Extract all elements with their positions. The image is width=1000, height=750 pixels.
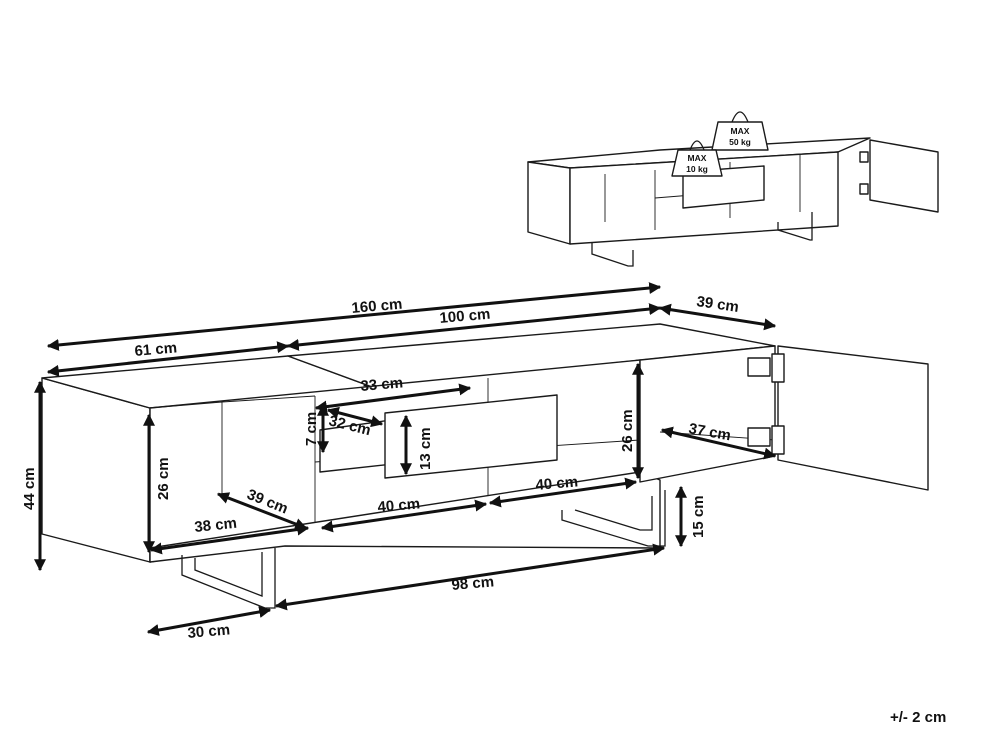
label-33: 33 cm (360, 374, 404, 395)
arrow-37 (660, 426, 777, 460)
weight-10-line1: MAX (688, 153, 707, 163)
arrow-33 (314, 383, 472, 413)
label-40-b: 40 cm (535, 473, 579, 494)
label-26-right: 26 cm (619, 409, 636, 452)
label-7: 7 cm (303, 412, 320, 446)
arrow-39-shelf (216, 492, 308, 530)
label-26-left: 26 cm (155, 457, 172, 500)
label-30: 30 cm (187, 621, 231, 642)
weight-50-line1: MAX (731, 126, 750, 136)
label-100: 100 cm (439, 306, 491, 327)
main-illustration (41, 323, 929, 609)
label-44: 44 cm (21, 467, 38, 510)
label-39-top: 39 cm (695, 293, 739, 316)
arrow-30 (146, 606, 272, 636)
dimension-arrows (34, 282, 777, 636)
label-15: 15 cm (690, 495, 707, 538)
label-160: 160 cm (351, 296, 403, 317)
arrow-39-top (658, 303, 777, 331)
arrow-38 (149, 523, 310, 555)
arrow-40-b (488, 477, 638, 508)
arrow-40-a (320, 499, 488, 533)
tolerance-note: +/- 2 cm (890, 709, 946, 726)
arrow-98 (274, 543, 666, 611)
arrow-61 (46, 341, 290, 377)
label-98: 98 cm (451, 573, 495, 594)
label-38: 38 cm (194, 515, 238, 536)
weight-10-line2: 10 kg (686, 164, 708, 174)
arrow-32 (326, 406, 384, 428)
weight-50-line2: 50 kg (729, 137, 751, 147)
label-13: 13 cm (417, 427, 434, 470)
label-40-a: 40 cm (377, 495, 421, 516)
label-61: 61 cm (134, 339, 178, 360)
arrow-100 (286, 303, 662, 351)
dimension-labels: 160 cm 61 cm 100 cm 39 cm 33 cm 32 cm 7 … (21, 293, 946, 726)
preview-illustration: MAX 50 kg MAX 10 kg (527, 111, 939, 267)
